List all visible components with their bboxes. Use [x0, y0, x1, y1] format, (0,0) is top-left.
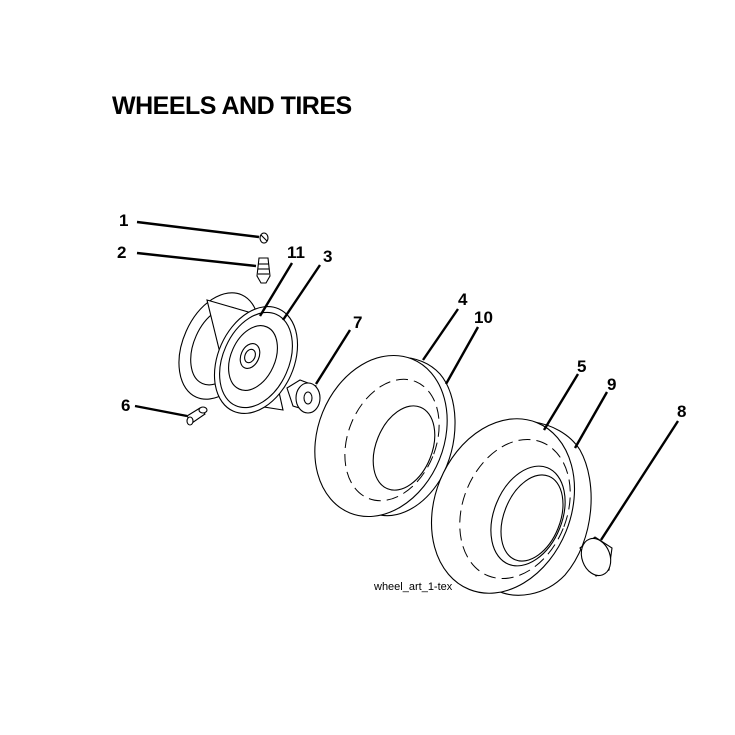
leader-7 [314, 329, 352, 385]
grease-fitting-part [186, 406, 208, 426]
callout-6: 6 [121, 396, 130, 415]
rear-tire-part [430, 418, 592, 596]
leader-lines [134, 220, 680, 541]
leader-4 [422, 308, 459, 361]
callout-3: 3 [323, 247, 332, 266]
hub-cap-part [579, 536, 613, 577]
leader-9 [573, 391, 609, 449]
callout-1: 1 [119, 211, 128, 230]
valve-cap-part [259, 232, 269, 244]
artwork-reference: wheel_art_1-tex [373, 581, 453, 593]
leader-2 [136, 251, 257, 268]
leader-1 [136, 220, 260, 239]
callout-2: 2 [117, 243, 126, 262]
callout-8: 8 [677, 402, 686, 421]
leader-10 [444, 326, 480, 385]
leader-6 [134, 404, 188, 418]
leader-5 [542, 373, 580, 431]
page-title: WHEELS AND TIRES [112, 92, 352, 120]
leader-3 [282, 264, 321, 321]
front-tire-part [314, 354, 456, 518]
leader-11 [258, 262, 294, 317]
callout-10: 10 [474, 308, 493, 327]
callout-11: 11 [287, 243, 305, 262]
bushing-part [286, 379, 321, 414]
callout-5: 5 [577, 357, 586, 376]
valve-stem-part [256, 257, 271, 284]
wheel-rim-part [178, 292, 299, 414]
callout-7: 7 [353, 313, 362, 332]
callout-9: 9 [607, 375, 616, 394]
callout-4: 4 [458, 290, 468, 309]
leader-8 [599, 420, 680, 541]
